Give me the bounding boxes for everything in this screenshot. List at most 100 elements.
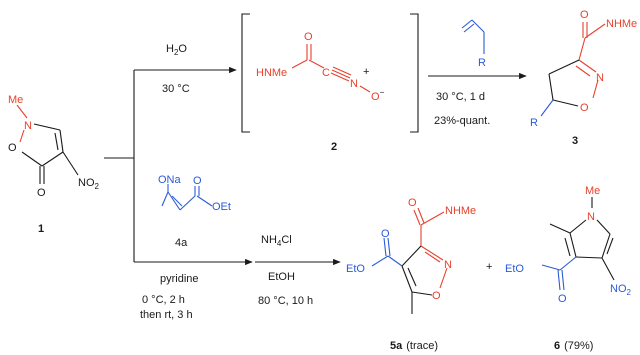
amide-oxygen-label: O [408,197,417,209]
vinyl-bond-2 [463,23,475,33]
bond-c3-n [578,59,597,73]
intermediate-brackets [241,13,419,133]
nhme-label: NHMe [445,205,476,217]
bond-ch-c [179,195,196,211]
bond-c3-n-double [575,65,591,77]
nitrile-nitrogen-label: N [350,78,358,90]
vinyl-bond-r [471,19,485,33]
oet-label: OEt [212,201,231,213]
bond-ester-co-1 [383,237,387,257]
bond-ester-co-2 [387,237,391,257]
bond-c3-c4 [59,129,64,153]
bond-ester-co-1 [557,269,561,291]
bond-c4-c5 [41,151,64,167]
ring-nitrogen-label: N [24,120,32,132]
bond-ester-co-2 [561,269,565,291]
bond-o-n [19,129,25,143]
bond-c-c3 [578,37,586,61]
branch-lines [104,66,253,266]
compound-4a-number: 4a [175,237,188,249]
bond-c4-ester [387,255,403,267]
lower-solvent: pyridine [160,273,199,285]
bond-c4-c5 [548,73,554,101]
bond-c5-o [21,151,43,167]
bond-c4-c5 [601,233,611,259]
plus-sign: + [486,261,492,273]
lower-step2-reagent: NH4Cl [261,234,292,248]
lower-step2-condition: 80 °C, 10 h [258,295,313,307]
bond-c-nh [584,23,606,39]
keto-oxygen-label: O [37,187,46,199]
bond-c3-n [420,245,444,261]
plus-charge: + [363,66,369,78]
bond-o-c5 [411,291,433,296]
alkene-reagent: R [461,19,486,69]
bond-nh-c [291,59,308,69]
bond-n-c3 [33,123,61,131]
bond-c-ch [167,191,181,211]
compound-2: HNMe O C N + O− 2 [256,31,385,153]
compound-6: Me N EtO O NO2 6(79%) [505,185,632,352]
lower-step2-solvent: EtOH [268,271,295,283]
bond-c3-c4 [548,59,580,75]
alkene-r-label: R [478,57,486,69]
bond-c5-c4-double [407,267,417,287]
bond-c2-c3-double [564,237,571,257]
amide-oxygen-label: O [580,9,589,21]
nhme-label: NHMe [606,18,637,30]
bond-n-o [592,79,599,99]
lower-condition-2: then rt, 3 h [140,309,193,321]
eto-label: EtO [346,263,365,275]
bond-c4-c3 [401,245,422,267]
ring-oxygen-label: O [580,102,589,114]
bond-c3-c4-double [54,132,59,151]
right-bracket [410,13,419,133]
ring-nitrogen-label: N [596,72,604,84]
pyrrole-nitrogen-label: N [587,211,595,223]
compound-6-caption: 6(79%) [554,340,593,352]
compound-1-number: 1 [38,223,44,235]
bond-c5-o [552,99,579,107]
hnme-label: HNMe [256,67,287,79]
carbonyl-oxygen-label: O [304,31,313,43]
lower-condition-1: 0 °C, 2 h [142,294,185,306]
bond-c3-ester [559,256,577,271]
bond-c-o [196,195,213,207]
upper-step2-yield: 23%-quant. [434,115,490,127]
bond-c4-c5-double [606,237,614,255]
left-bracket [241,13,250,133]
bond-c5-c4 [401,265,413,293]
bond-c-nh [420,211,445,226]
compound-3: O NHMe N O R 3 [530,9,637,147]
ester-oxygen-label: O [193,175,202,187]
bond-c-c [308,59,325,69]
bond-c5-n [596,219,611,235]
ring-oxygen-label: O [432,290,441,302]
eto-label: EtO [505,263,524,275]
bond-c4-no2 [601,257,615,281]
ester-oxygen-label: O [558,293,567,305]
compound-2-number: 2 [331,141,337,153]
nitrile-carbon-label: C [322,67,330,79]
bond-amide-co-1 [413,209,421,226]
upper-step2-condition: 30 °C, 1 d [436,91,485,103]
bond-ester-o [371,255,389,267]
bond-me-n [16,104,28,119]
bond-amide-co-2 [417,207,425,224]
vinyl-bond-1 [461,19,473,29]
triple-bond-1 [331,69,351,79]
upper-reagent-water: H2O [166,43,187,57]
oxide-oxygen-label: O− [371,88,385,103]
methyl-label: Me [8,94,23,106]
ring-oxygen-label: O [8,142,17,154]
triple-bond-3 [330,72,350,82]
r-group-label: R [530,117,538,129]
bond-n-o [439,267,448,289]
bond-c-ch-double [171,195,183,207]
compound-3-number: 3 [572,135,578,147]
ester-oxygen-label: O [381,228,390,240]
bond-n-c2 [569,219,587,234]
bond-c2-c3 [569,232,577,258]
compound-1: Me N O O NO2 1 [8,94,100,235]
